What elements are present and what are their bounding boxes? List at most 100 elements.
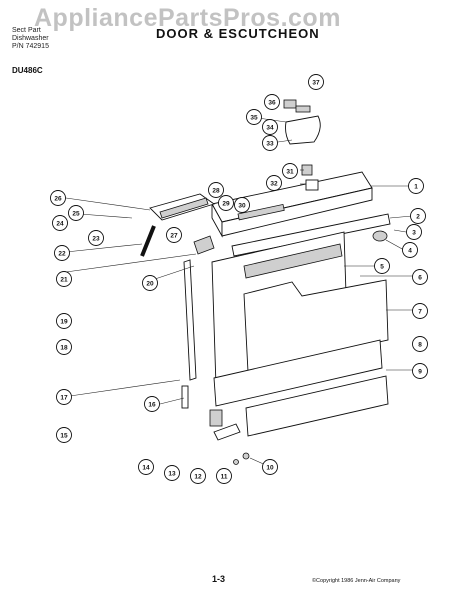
callout-6: 6 [412, 269, 428, 285]
callout-7: 7 [412, 303, 428, 319]
callout-34: 34 [262, 119, 278, 135]
callout-circle [218, 195, 234, 211]
callout-circle [262, 459, 278, 475]
callout-32: 32 [266, 175, 282, 191]
callout-circle [208, 182, 224, 198]
callout-label: 2 [416, 213, 420, 220]
callout-25: 25 [68, 205, 84, 221]
callout-label: 28 [212, 187, 220, 194]
callout-24: 24 [52, 215, 68, 231]
callout-label: 27 [170, 232, 178, 239]
callout-circle [246, 109, 262, 125]
callout-8: 8 [412, 336, 428, 352]
header-line-1: Sect Part [12, 27, 41, 34]
callout-circle [56, 271, 72, 287]
callout-23: 23 [88, 230, 104, 246]
callout-circle [308, 74, 324, 90]
callout-circle [166, 227, 182, 243]
callout-33: 33 [262, 135, 278, 151]
callout-label: 36 [268, 99, 276, 106]
callout-37: 37 [308, 74, 324, 90]
callout-5: 5 [374, 258, 390, 274]
callout-label: 35 [250, 114, 258, 121]
watermark: AppliancePartsPros.com [34, 4, 341, 32]
callout-circle [190, 468, 206, 484]
callout-circle [374, 258, 390, 274]
callout-2: 2 [410, 208, 426, 224]
copyright-notice: ©Copyright 1986 Jenn-Air Company [312, 578, 401, 584]
callout-circle [264, 94, 280, 110]
callout-circle [408, 178, 424, 194]
bottom-trim-part [213, 423, 241, 441]
callout-label: 12 [194, 473, 202, 480]
callout-circle [262, 119, 278, 135]
callout-circle [54, 245, 70, 261]
leader-lines [65, 117, 416, 467]
callout-label: 15 [60, 432, 68, 439]
callout-label: 14 [142, 464, 150, 471]
lower-panel-b [245, 375, 389, 437]
callout-label: 24 [56, 220, 64, 227]
callout-label: 34 [266, 124, 274, 131]
lower-panel-a [213, 339, 383, 407]
header-line-3: P/N 742915 [12, 43, 49, 50]
callout-label: 3 [412, 229, 416, 236]
trim-strip-part [231, 213, 391, 257]
callout-12: 12 [190, 468, 206, 484]
callout-circle [138, 459, 154, 475]
block-part [193, 235, 215, 255]
screw-part-b [233, 459, 239, 465]
callout-1: 1 [408, 178, 424, 194]
callout-circle [142, 275, 158, 291]
callout-circle [266, 175, 282, 191]
callout-circle [164, 465, 180, 481]
switch-holder-part [305, 179, 319, 191]
callout-label: 4 [408, 247, 412, 254]
callout-circle [68, 205, 84, 221]
callout-29: 29 [218, 195, 234, 211]
screw-part [242, 452, 250, 460]
hinge-part [209, 409, 223, 427]
callout-label: 37 [312, 79, 320, 86]
callout-circle [88, 230, 104, 246]
callout-label: 23 [92, 235, 100, 242]
callout-15: 15 [56, 427, 72, 443]
callout-circle [262, 135, 278, 151]
callout-20: 20 [142, 275, 158, 291]
callout-label: 9 [418, 368, 422, 375]
callout-27: 27 [166, 227, 182, 243]
callout-10: 10 [262, 459, 278, 475]
callout-label: 30 [238, 202, 246, 209]
callout-21: 21 [56, 271, 72, 287]
callout-label: 20 [146, 280, 154, 287]
callout-circle [412, 269, 428, 285]
callout-9: 9 [412, 363, 428, 379]
callout-28: 28 [208, 182, 224, 198]
callout-label: 26 [54, 195, 62, 202]
callout-label: 13 [168, 470, 176, 477]
callout-4: 4 [402, 242, 418, 258]
model-number: DU486C [12, 66, 43, 75]
callout-31: 31 [282, 163, 298, 179]
callout-circle [50, 190, 66, 206]
callout-circle [410, 208, 426, 224]
callout-30: 30 [234, 197, 250, 213]
latch-bracket-part [283, 99, 321, 145]
callout-19: 19 [56, 313, 72, 329]
callout-circle [282, 163, 298, 179]
callout-label: 1 [414, 183, 418, 190]
callout-label: 29 [222, 200, 230, 207]
callout-36: 36 [264, 94, 280, 110]
callout-label: 22 [58, 250, 66, 257]
callout-label: 11 [221, 473, 228, 480]
callout-22: 22 [54, 245, 70, 261]
knob-part [372, 230, 388, 242]
handle-assembly-part [149, 193, 216, 221]
callout-circle [56, 339, 72, 355]
callout-circle [52, 215, 68, 231]
callout-circle [56, 389, 72, 405]
callout-circle [412, 303, 428, 319]
rod-part [140, 225, 156, 257]
callout-label: 5 [380, 263, 384, 270]
